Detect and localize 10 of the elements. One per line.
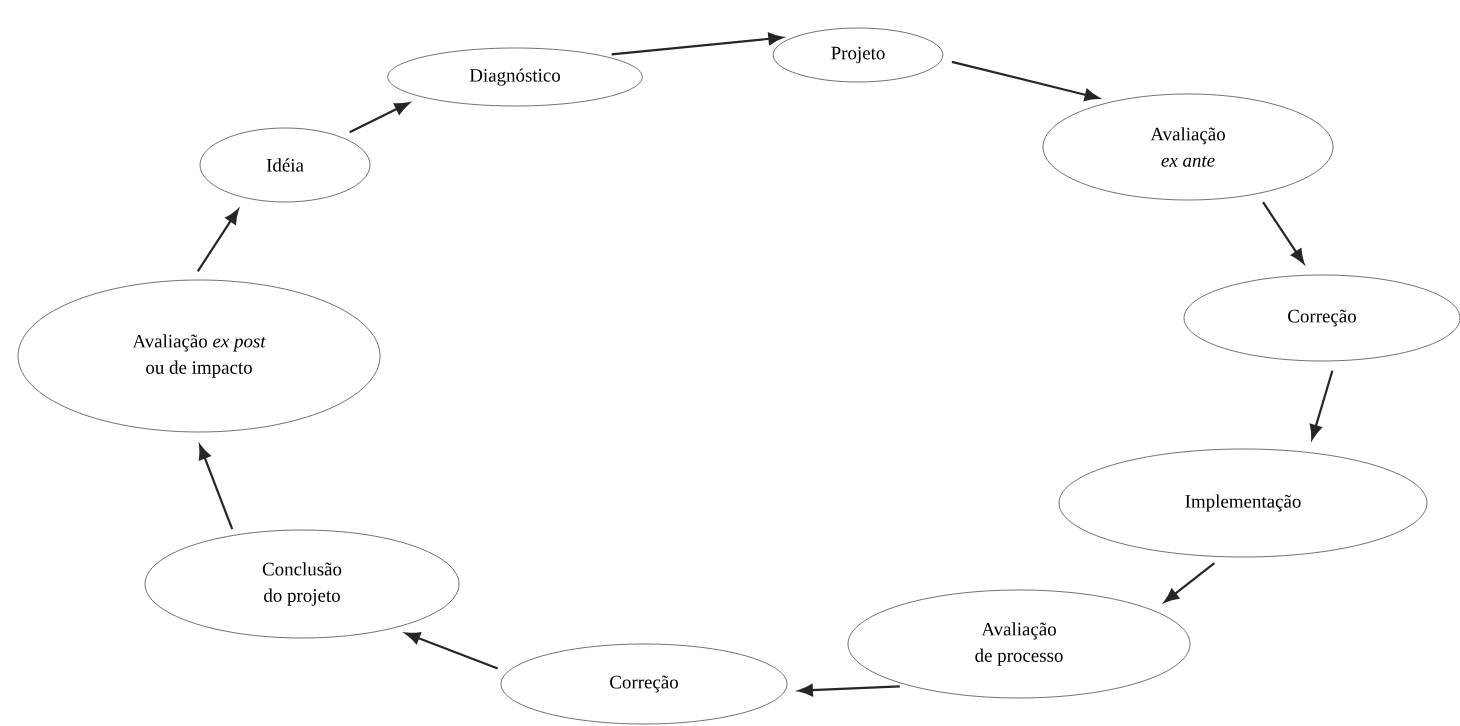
arrow [198, 444, 234, 530]
arrow [349, 102, 410, 134]
arrow [1164, 562, 1216, 603]
arrow [1309, 370, 1334, 440]
arrow [611, 32, 784, 56]
arrow [951, 60, 1100, 101]
arrow [196, 209, 239, 272]
arrow [1262, 201, 1305, 264]
arrow [405, 632, 499, 670]
arrow [798, 684, 900, 697]
